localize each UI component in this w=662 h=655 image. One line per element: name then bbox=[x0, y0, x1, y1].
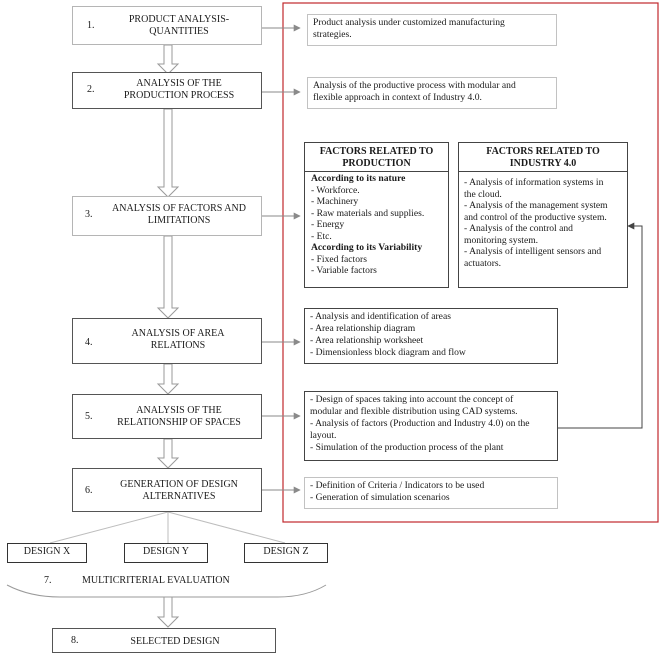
step-8-number: 8. bbox=[71, 635, 79, 646]
arrow-4-5 bbox=[156, 363, 180, 395]
factors-production-box: FACTORS RELATED TO PRODUCTION According … bbox=[304, 142, 449, 288]
step-3-box: 3. ANALYSIS OF FACTORS AND LIMITATIONS bbox=[72, 196, 262, 236]
factors-production-body: According to its nature - Workforce. - M… bbox=[311, 173, 444, 277]
feedback-line bbox=[558, 222, 643, 429]
description-step-6: - Definition of Criteria / Indicators to… bbox=[304, 477, 558, 509]
step-3-number: 3. bbox=[85, 209, 93, 220]
arrow-1-2 bbox=[156, 44, 180, 75]
step-4-box: 4. ANALYSIS OF AREA RELATIONS bbox=[72, 318, 262, 364]
step-6-title: GENERATION OF DESIGN ALTERNATIVES bbox=[120, 479, 238, 502]
variability-item: - Fixed factors bbox=[311, 253, 367, 265]
nature-label: According to its nature bbox=[311, 173, 406, 184]
description-step-1: Product analysis under customized manufa… bbox=[307, 14, 557, 46]
step-2-box: 2. ANALYSIS OF THE PRODUCTION PROCESS bbox=[72, 72, 262, 109]
description-step-5: - Design of spaces taking into account t… bbox=[304, 391, 558, 461]
step-4-number: 4. bbox=[85, 337, 93, 348]
fan-left bbox=[49, 511, 169, 544]
nature-item: - Workforce. bbox=[311, 184, 360, 196]
description-step-2: Analysis of the productive process with … bbox=[307, 77, 557, 109]
description-step-4: - Analysis and identification of areas -… bbox=[304, 308, 558, 364]
arrow-7-8 bbox=[156, 596, 180, 628]
variability-label: According to its Variability bbox=[311, 242, 423, 253]
step-3-title: ANALYSIS OF FACTORS AND LIMITATIONS bbox=[112, 203, 246, 226]
nature-item: - Machinery bbox=[311, 196, 359, 207]
design-y-box: DESIGN Y bbox=[124, 543, 208, 563]
step-1-title: PRODUCT ANALYSIS- QUANTITIES bbox=[128, 14, 230, 37]
step-6-box: 6. GENERATION OF DESIGN ALTERNATIVES bbox=[72, 468, 262, 512]
factors-industry-items: - Analysis of information systems in the… bbox=[464, 177, 608, 269]
step-5-box: 5. ANALYSIS OF THE RELATIONSHIP OF SPACE… bbox=[72, 394, 262, 439]
evaluation-bracket bbox=[6, 584, 327, 598]
step-1-number: 1. bbox=[87, 20, 95, 31]
step-1-box: 1. PRODUCT ANALYSIS- QUANTITIES bbox=[72, 6, 262, 45]
nature-item: - Etc. bbox=[311, 230, 332, 242]
variability-item: - Variable factors bbox=[311, 265, 377, 276]
factors-production-header-row: FACTORS RELATED TO PRODUCTION bbox=[305, 143, 448, 172]
factors-industry-box: FACTORS RELATED TO INDUSTRY 4.0 - Analys… bbox=[458, 142, 628, 288]
step-6-number: 6. bbox=[85, 485, 93, 496]
step-5-title: ANALYSIS OF THE RELATIONSHIP OF SPACES bbox=[117, 405, 241, 428]
step-8-box: 8. SELECTED DESIGN bbox=[52, 628, 276, 653]
step-2-title: ANALYSIS OF THE PRODUCTION PROCESS bbox=[123, 78, 235, 101]
factors-industry-header: FACTORS RELATED TO INDUSTRY 4.0 bbox=[486, 146, 600, 169]
nature-item: - Energy bbox=[311, 219, 345, 230]
focus-frame bbox=[282, 2, 659, 523]
factors-industry-header-row: FACTORS RELATED TO INDUSTRY 4.0 bbox=[459, 143, 627, 172]
step-7-number: 7. bbox=[44, 575, 52, 586]
step-7-title: MULTICRITERIAL EVALUATION bbox=[82, 575, 230, 586]
arrow-5-6 bbox=[156, 438, 180, 469]
factors-production-header: FACTORS RELATED TO PRODUCTION bbox=[319, 146, 434, 169]
step-8-title: SELECTED DESIGN bbox=[130, 636, 220, 647]
step-7-label: 7. MULTICRITERIAL EVALUATION bbox=[30, 575, 310, 589]
nature-item: - Raw materials and supplies. bbox=[311, 207, 425, 219]
arrow-2-3 bbox=[156, 108, 180, 198]
design-x-box: DESIGN X bbox=[7, 543, 87, 563]
arrow-3-4 bbox=[156, 235, 180, 319]
step-4-title: ANALYSIS OF AREA RELATIONS bbox=[131, 328, 225, 351]
step-2-number: 2. bbox=[87, 84, 95, 95]
step-5-number: 5. bbox=[85, 411, 93, 422]
design-z-box: DESIGN Z bbox=[244, 543, 328, 563]
fan-right bbox=[167, 511, 286, 544]
